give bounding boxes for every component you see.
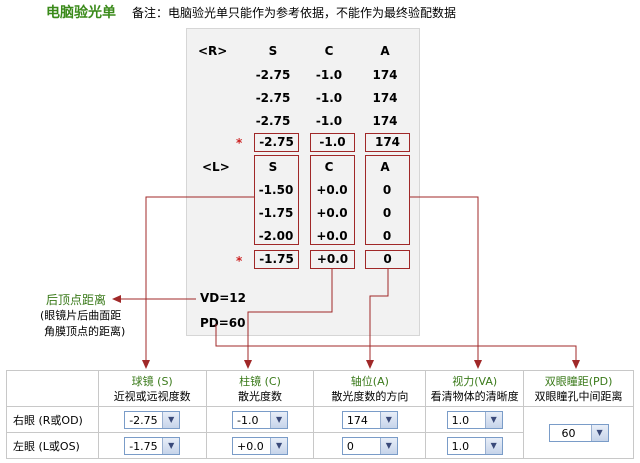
header-axis: 轴位(A) 散光度数的方向 [313, 370, 427, 407]
select-value: -2.75 [129, 413, 158, 427]
select-value: +0.0 [237, 439, 264, 453]
right-va-select[interactable]: 1.0 ▼ [446, 410, 503, 429]
slip-value: 174 [372, 68, 398, 82]
select-value: 1.0 [451, 413, 470, 427]
prescription-form: 球镜 (S) 近视或远视度数 柱镜 (C) 散光度数 轴位(A) 散光度数的方向… [6, 370, 634, 459]
header-cylinder-desc: 散光度数 [238, 389, 283, 403]
vd-annotation-sub1: (眼镜片后曲面距 [40, 309, 122, 322]
left-final-cylinder: +0.0 [310, 250, 355, 269]
refraction-slip [186, 28, 420, 336]
select-value: 0 [346, 439, 354, 453]
header-sphere: 球镜 (S) 近视或远视度数 [97, 370, 207, 407]
left-axis-select[interactable]: 0▼ [341, 436, 398, 455]
right-final-sphere: -2.75 [254, 133, 299, 152]
chevron-down-icon: ▼ [270, 437, 288, 454]
left-final-axis: 0 [365, 250, 410, 269]
select-value: -1.0 [237, 413, 259, 427]
header-axis-title: 轴位(A) [350, 374, 389, 388]
left-sphere-select[interactable]: -1.75 ▼ [124, 436, 181, 455]
page-title: 电脑验光单 [46, 5, 116, 21]
header-pd: 双眼瞳距(PD) 双眼瞳孔中间距离 [523, 370, 634, 407]
col-c-header: C [324, 44, 334, 58]
right-sphere-select[interactable]: -2.75 ▼ [124, 410, 181, 429]
slip-value: -2.75 [255, 91, 291, 105]
select-value: -1.75 [129, 439, 158, 453]
header-pd-desc: 双眼瞳孔中间距离 [534, 389, 623, 403]
header-axis-desc: 散光度数的方向 [331, 389, 409, 403]
chevron-down-icon: ▼ [484, 437, 502, 454]
slip-value: 0 [382, 206, 392, 220]
left-cylinder-select[interactable]: +0.0 ▼ [232, 436, 289, 455]
slip-value: 174 [372, 91, 398, 105]
right-final-axis: 174 [365, 133, 410, 152]
vd-value: VD=12 [200, 291, 247, 305]
header-va-desc: 看清物体的清晰度 [430, 389, 519, 403]
form-corner [6, 370, 99, 407]
col-c-header: C [324, 160, 334, 174]
right-eye-row-label: 右眼 (R或OD) [6, 406, 99, 433]
pd-value: PD=60 [200, 316, 246, 330]
slip-value: +0.0 [316, 229, 348, 243]
col-s-header: S [268, 44, 278, 58]
final-marker: * [236, 136, 243, 150]
slip-value: -1.75 [258, 206, 294, 220]
slip-value: -2.00 [258, 229, 294, 243]
header-sphere-title: 球镜 (S) [131, 374, 173, 388]
left-va-select[interactable]: 1.0 ▼ [446, 436, 503, 455]
header-va-title: 视力(VA) [452, 374, 498, 388]
chevron-down-icon: ▼ [162, 437, 180, 454]
select-value: 1.0 [451, 439, 470, 453]
slip-value: -1.0 [315, 91, 343, 105]
slip-value: +0.0 [316, 183, 348, 197]
page-note: 备注：电脑验光单只能作为参考依据，不能作为最终验配数据 [132, 6, 457, 20]
slip-value: -1.50 [258, 183, 294, 197]
vd-annotation-label: 后顶点距离 [46, 293, 107, 307]
slip-value: -1.0 [315, 68, 343, 82]
header-cylinder: 柱镜 (C) 散光度数 [205, 370, 315, 407]
slip-value: 0 [382, 183, 392, 197]
cylinder-group-box [310, 155, 355, 245]
axis-group-box [365, 155, 410, 245]
header-sphere-desc: 近视或远视度数 [113, 389, 191, 403]
slip-value: -2.75 [255, 114, 291, 128]
chevron-down-icon: ▼ [162, 411, 180, 428]
header-pd-title: 双眼瞳距(PD) [544, 374, 613, 388]
left-final-sphere: -1.75 [254, 250, 299, 269]
pd-select[interactable]: 60 ▼ [548, 423, 609, 442]
left-eye-row-label: 左眼 (L或OS) [6, 432, 99, 459]
right-cylinder-select[interactable]: -1.0 ▼ [232, 410, 289, 429]
final-marker: * [236, 254, 243, 268]
chevron-down-icon: ▼ [270, 411, 288, 428]
chevron-down-icon: ▼ [484, 411, 502, 428]
slip-value: -2.75 [255, 68, 291, 82]
col-s-header: S [268, 160, 278, 174]
slip-value: +0.0 [316, 206, 348, 220]
chevron-down-icon: ▼ [590, 424, 608, 441]
select-value: 174 [346, 413, 368, 427]
left-eye-label: <L> [202, 160, 230, 174]
right-eye-label: <R> [198, 44, 228, 58]
select-value: 60 [561, 426, 576, 440]
vd-annotation-sub2: 角膜顶点的距离) [44, 325, 126, 338]
col-a-header: A [380, 160, 390, 174]
sphere-group-box [254, 155, 299, 245]
col-a-header: A [380, 44, 390, 58]
slip-value: 0 [382, 229, 392, 243]
header-cylinder-title: 柱镜 (C) [239, 374, 281, 388]
right-axis-select[interactable]: 174 ▼ [341, 410, 398, 429]
chevron-down-icon: ▼ [379, 411, 397, 428]
right-final-cylinder: -1.0 [310, 133, 355, 152]
chevron-down-icon: ▼ [379, 437, 397, 454]
slip-value: -1.0 [315, 114, 343, 128]
header-va: 视力(VA) 看清物体的清晰度 [425, 370, 525, 407]
slip-value: 174 [372, 114, 398, 128]
